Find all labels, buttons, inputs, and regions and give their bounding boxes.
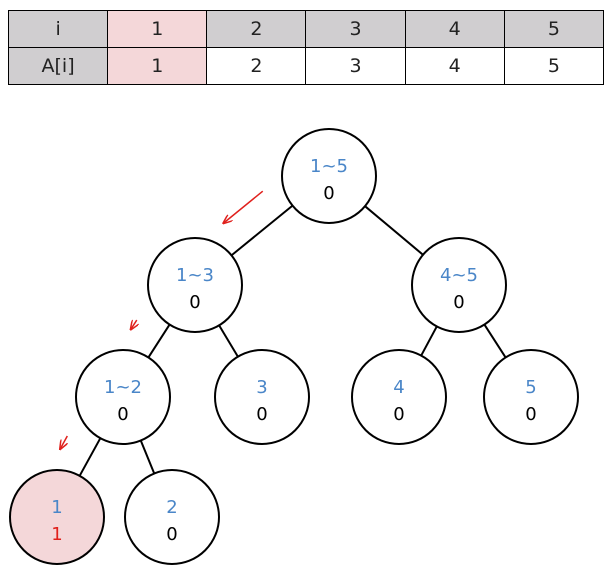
tree-node-range: 2 (166, 497, 177, 518)
tree-edge-n1-5-n1-3 (230, 204, 294, 257)
tree-node-range: 4~5 (440, 265, 478, 286)
index-row-label: i (7, 10, 109, 48)
tree-node-circle (124, 469, 220, 565)
tree-node-circle (75, 349, 171, 445)
value-row: A[i] 1 2 3 4 5 (7, 47, 605, 85)
index-row: i 1 2 3 4 5 (7, 10, 605, 48)
tree-edge-n4-5-n5 (483, 323, 507, 359)
tree-node-range: 1~2 (104, 377, 142, 398)
tree-node-value: 0 (256, 404, 267, 425)
tree-node-circle (281, 128, 377, 224)
tree-node-n1-3: 1~30 (147, 237, 243, 333)
tree-edge-n1-3-n3 (218, 324, 239, 358)
tree-node-n4: 40 (351, 349, 447, 445)
tree-node-circle (351, 349, 447, 445)
index-cell-2: 2 (206, 10, 307, 48)
tree-node-range: 1 (51, 497, 62, 518)
tree-node-value: 0 (117, 404, 128, 425)
tree-node-range: 1~5 (310, 156, 348, 177)
value-cell-2: 2 (206, 47, 307, 85)
tree-node-circle (483, 349, 579, 445)
tree-node-value: 0 (453, 292, 464, 313)
traversal-arrow-n1-3-n1-2 (131, 319, 137, 329)
index-cell-3: 3 (305, 10, 406, 48)
tree-node-value: 0 (166, 524, 177, 545)
tree-node-n1-2: 1~20 (75, 349, 171, 445)
tree-node-value: 0 (393, 404, 404, 425)
tree-edge-n1-2-n2 (139, 440, 156, 474)
tree-node-n3: 30 (214, 349, 310, 445)
tree-node-range: 1~3 (176, 265, 214, 286)
value-row-label: A[i] (7, 47, 109, 85)
tree-node-circle (9, 469, 105, 565)
value-cell-4: 4 (404, 47, 505, 85)
value-cell-3: 3 (305, 47, 406, 85)
tree-node-value: 1 (51, 524, 62, 545)
tree-node-n1: 11 (9, 469, 105, 565)
tree-node-value: 0 (525, 404, 536, 425)
traversal-arrows (60, 190, 264, 449)
tree-node-range: 3 (256, 377, 267, 398)
tree-edges (78, 204, 507, 477)
tree-node-circle (411, 237, 507, 333)
tree-edge-n1-5-n4-5 (364, 205, 424, 256)
traversal-arrow-n1-5-n1-3 (223, 190, 264, 223)
index-cell-5: 5 (503, 10, 605, 48)
tree-node-n4-5: 4~50 (411, 237, 507, 333)
tree-node-range: 4 (393, 377, 404, 398)
tree-node-circle (147, 237, 243, 333)
value-cell-1: 1 (107, 47, 208, 85)
index-cell-4: 4 (404, 10, 505, 48)
tree-edge-n1-2-n1 (78, 437, 102, 477)
tree-node-circle (214, 349, 310, 445)
value-cell-5: 5 (503, 47, 605, 85)
tree-edge-n1-3-n1-2 (147, 323, 171, 359)
tree-node-value: 0 (189, 292, 200, 313)
traversal-arrow-n1-2-n1 (60, 435, 68, 449)
tree-node-value: 0 (323, 183, 334, 204)
array-table: i 1 2 3 4 5 A[i] 1 2 3 4 5 (7, 10, 605, 85)
tree-edge-n4-5-n4 (420, 325, 438, 357)
tree-node-range: 5 (525, 377, 536, 398)
tree-node-n5: 50 (483, 349, 579, 445)
tree-node-n2: 20 (124, 469, 220, 565)
tree-node-n1-5: 1~50 (281, 128, 377, 224)
